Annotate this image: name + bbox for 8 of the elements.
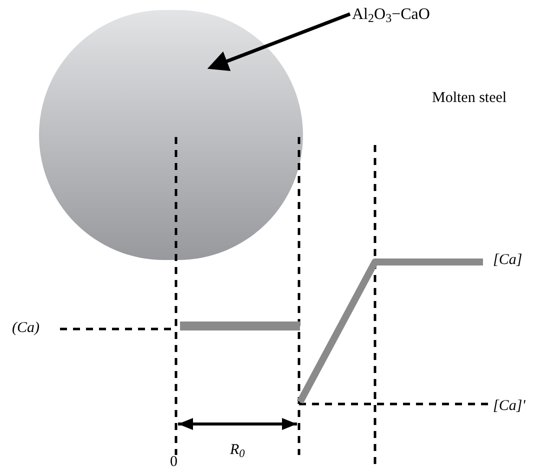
axis-label: [Ca]' [493, 397, 526, 416]
leader-arrow [207, 12, 351, 72]
medium-label: Molten steel [432, 89, 507, 108]
axis-label: [Ca] [493, 251, 522, 270]
axis-label: (Ca) [12, 319, 40, 338]
inclusion-label: Al$_{2}$O$_{3}$−CaO [352, 2, 430, 28]
dimension-label: R$_{0}$ [230, 441, 245, 460]
origin-label: 0 [170, 453, 178, 472]
